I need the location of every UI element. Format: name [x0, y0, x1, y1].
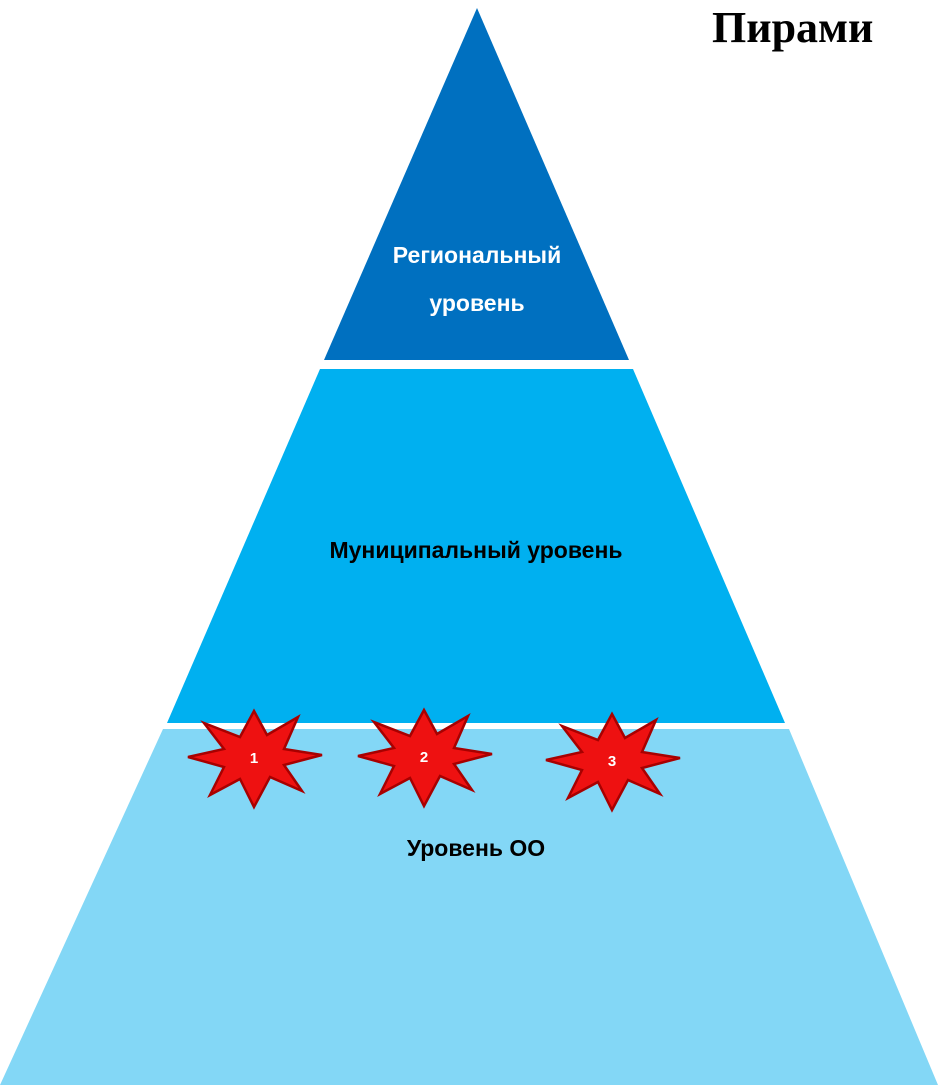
page-title: Пирами — [712, 3, 874, 52]
explosion-star-icon — [545, 711, 681, 813]
tier-oo-label: Уровень ОО — [407, 835, 545, 861]
badge-number: 2 — [420, 749, 428, 766]
tier-regional-label-line-1: Региональный — [393, 242, 561, 268]
explosion-star-icon — [357, 707, 493, 809]
tier-oo-shape — [0, 729, 938, 1085]
explosion-star-icon — [187, 708, 323, 810]
tier-municipal-label: Муниципальный уровень — [329, 537, 622, 563]
tier-regional: Региональный уровень — [324, 8, 629, 360]
tier-regional-shape — [324, 8, 629, 360]
tier-oo: Уровень ОО — [0, 729, 938, 1085]
tier-regional-label-line-2: уровень — [429, 290, 524, 316]
badge-3: 3 — [545, 711, 681, 813]
tier-municipal-shape — [167, 369, 785, 723]
badge-number: 1 — [250, 750, 258, 767]
badge-1: 1 — [187, 708, 323, 810]
badge-number: 3 — [608, 753, 616, 770]
badge-2: 2 — [357, 707, 493, 809]
tier-municipal: Муниципальный уровень — [167, 369, 785, 723]
